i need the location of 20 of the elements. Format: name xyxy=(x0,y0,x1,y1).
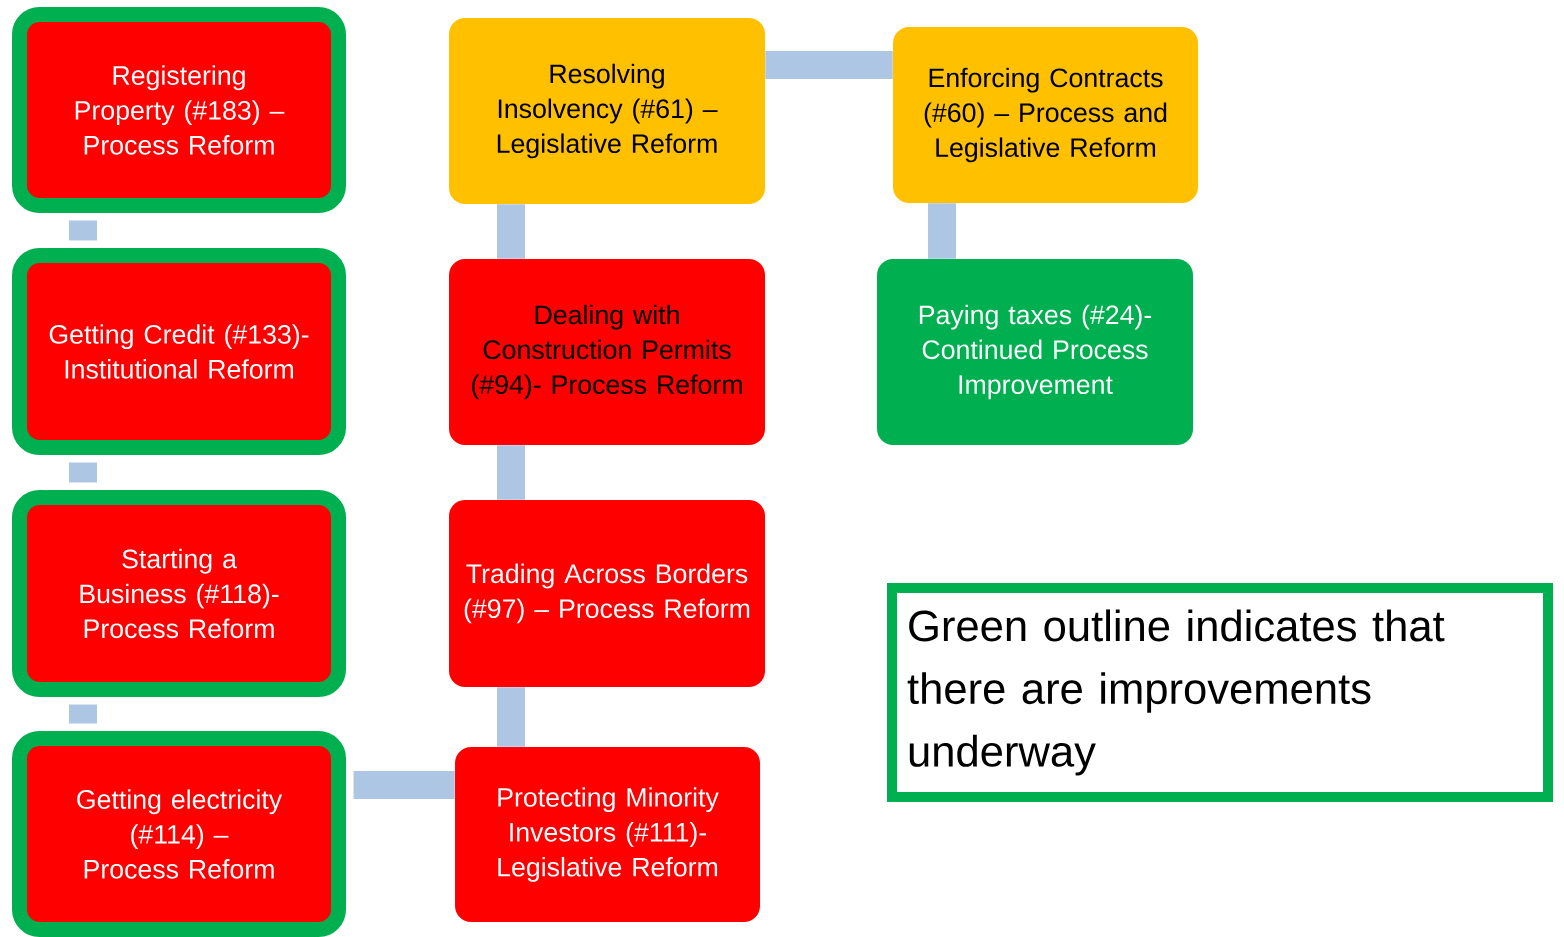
process-box: Registering Property (#183) – Process Reform xyxy=(12,7,346,213)
connector xyxy=(497,204,525,259)
connector xyxy=(765,51,893,79)
process-box: Dealing with Construction Permits (#94)- Process Reform xyxy=(449,259,765,445)
process-box: Starting a Business (#118)- Process Reform xyxy=(12,490,346,697)
connector xyxy=(353,771,455,799)
connector xyxy=(69,462,97,483)
note-box: Green outline indicates that there are improvements underway xyxy=(887,583,1553,802)
connector xyxy=(497,445,525,500)
connector xyxy=(497,687,525,747)
process-box: Trading Across Borders (#97) – Process Reform xyxy=(449,500,765,687)
connector xyxy=(928,203,956,259)
connector xyxy=(69,220,97,241)
process-box: Getting Credit (#133)- Institutional Reform xyxy=(12,248,346,455)
process-box: Enforcing Contracts (#60) – Process and Legislative Reform xyxy=(893,27,1199,203)
process-box: Protecting Minority Investors (#111)- Legislative Reform xyxy=(455,747,761,922)
process-box: Getting electricity (#114) – Process Reform xyxy=(12,731,346,937)
connector xyxy=(69,704,97,724)
process-box: Paying taxes (#24)- Continued Process Improvement xyxy=(877,259,1193,445)
process-box: Resolving Insolvency (#61) – Legislative Reform xyxy=(449,18,765,204)
